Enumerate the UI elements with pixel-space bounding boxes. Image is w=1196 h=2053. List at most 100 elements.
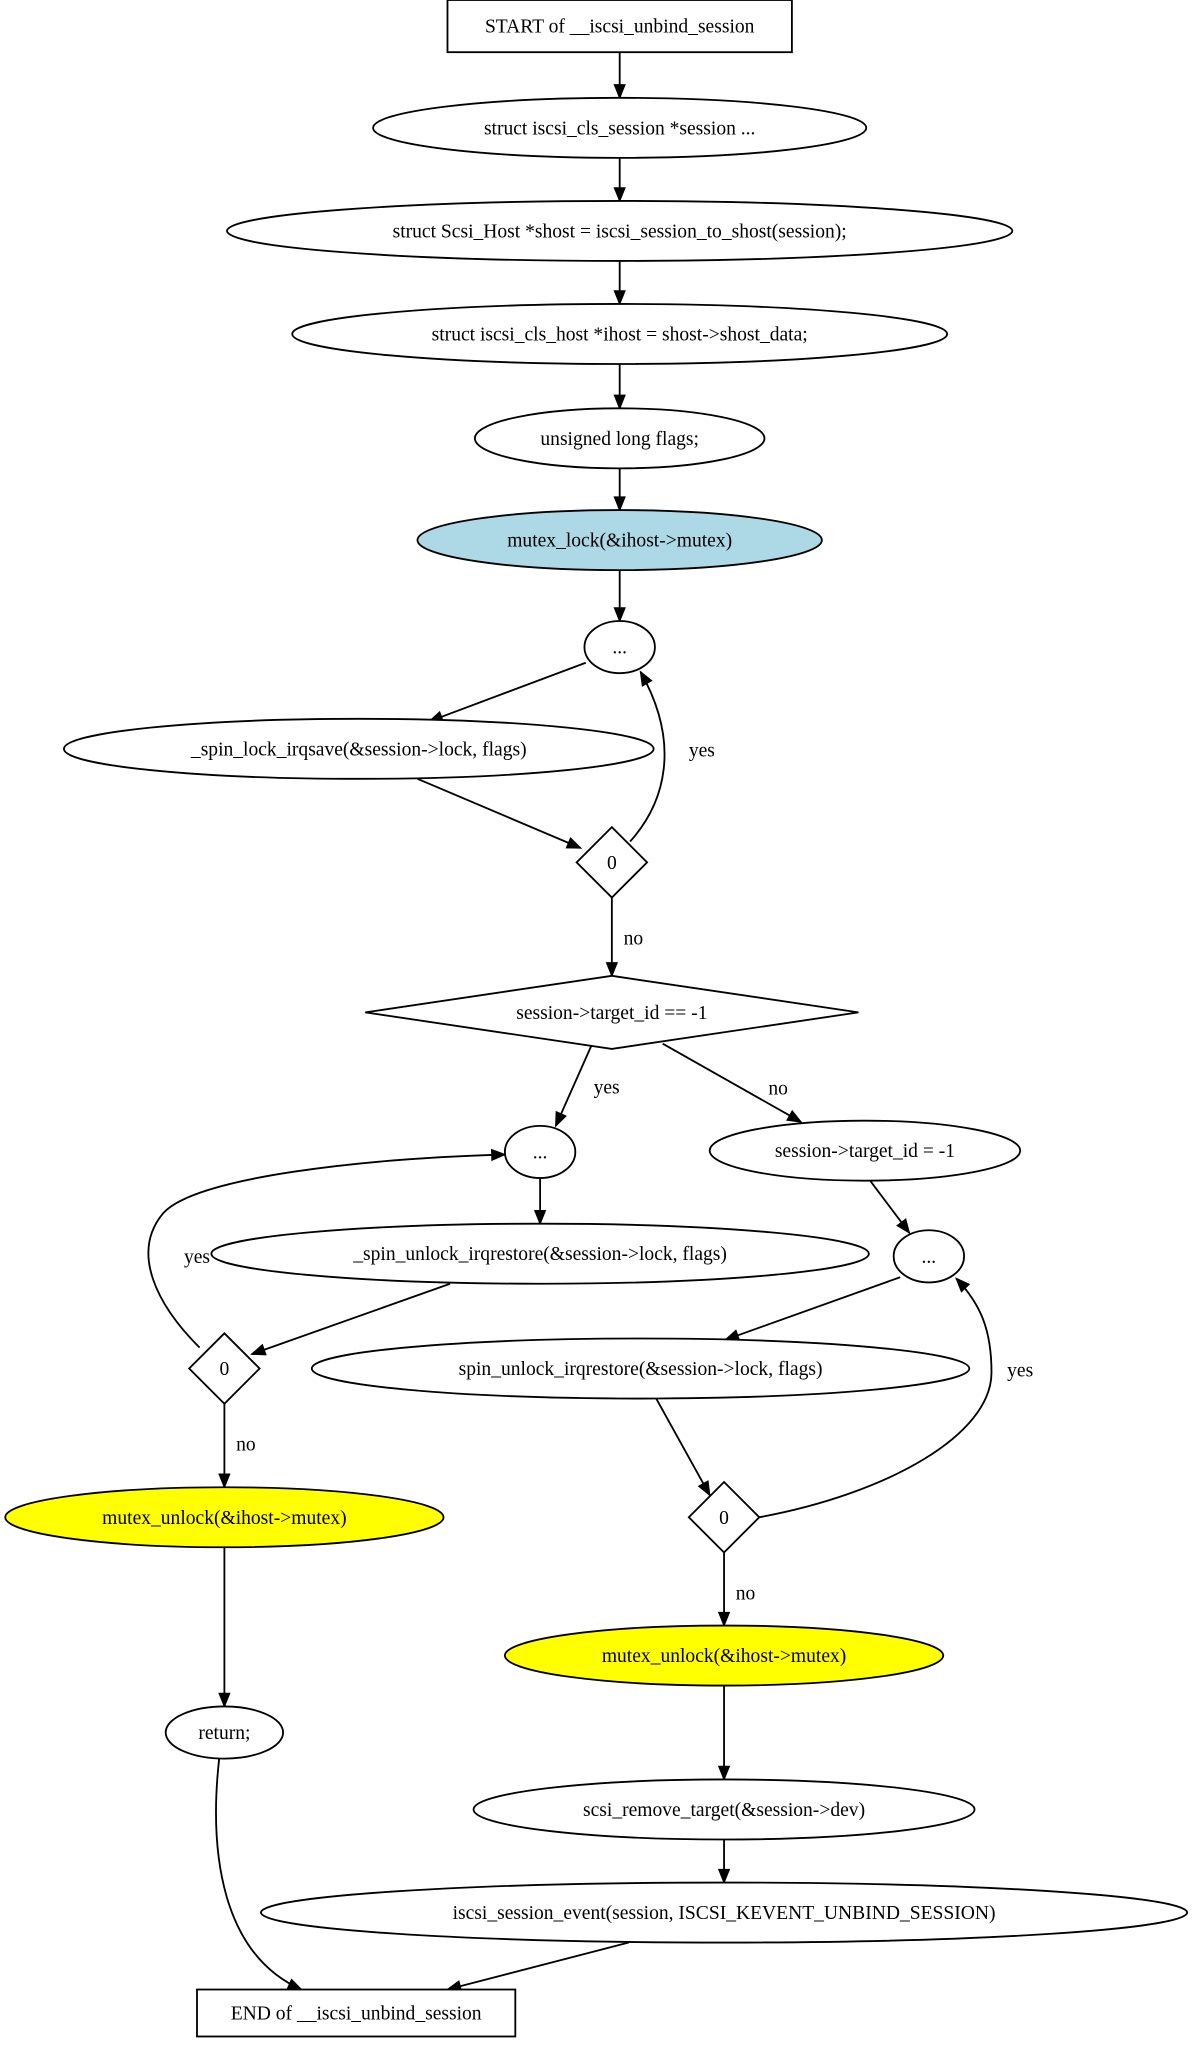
edge-label-no: no bbox=[768, 1079, 788, 1100]
edge-target_check-to-loop_left bbox=[554, 1043, 594, 1128]
ellipse-shape bbox=[260, 1881, 1189, 1944]
edge-label-yes: yes bbox=[594, 1077, 620, 1098]
arrowhead bbox=[218, 1692, 231, 1709]
ellipse-shape bbox=[4, 1486, 445, 1549]
node-start: START of __iscsi_unbind_session bbox=[446, 0, 793, 54]
box-shape bbox=[196, 1988, 517, 2038]
node-loop-right: ... bbox=[892, 1229, 966, 1284]
arrowhead bbox=[896, 1218, 911, 1235]
node-unlock-left: _spin_unlock_irqrestore(&session->lock, … bbox=[210, 1222, 870, 1285]
node-label: session->target_id = -1 bbox=[775, 1141, 955, 1162]
ellipse-shape bbox=[372, 96, 868, 159]
arrowhead bbox=[717, 1868, 731, 1885]
diamond-shape bbox=[187, 1332, 261, 1406]
ellipse-shape bbox=[472, 1778, 976, 1841]
ellipse-shape bbox=[210, 1222, 870, 1285]
node-dec-left: 0 bbox=[187, 1332, 261, 1406]
edge-decl_shost-to-decl_ihost bbox=[613, 260, 626, 306]
edge-label-yes: yes bbox=[1007, 1360, 1033, 1381]
node-label: mutex_unlock(&ihost->mutex) bbox=[602, 1646, 846, 1667]
arrowhead bbox=[697, 1480, 711, 1497]
ellipse-shape bbox=[503, 1124, 577, 1179]
edge-label-yes: yes bbox=[184, 1247, 210, 1268]
node-label: session->target_id == -1 bbox=[516, 1003, 707, 1024]
node-label: END of __iscsi_unbind_session bbox=[231, 2004, 482, 2025]
node-label: struct iscsi_cls_session *session ... bbox=[484, 118, 755, 139]
node-return: return; bbox=[164, 1705, 285, 1760]
node-label: ... bbox=[612, 638, 627, 659]
edge-layer bbox=[147, 52, 993, 1993]
edge-loop1-to-spin_lock bbox=[427, 661, 587, 723]
node-unlock-right: spin_unlock_irqrestore(&session->lock, f… bbox=[310, 1337, 971, 1400]
edge-loop_left-to-unlock_left bbox=[533, 1178, 547, 1226]
edge-label-no: no bbox=[236, 1435, 256, 1456]
ellipse-shape bbox=[63, 717, 655, 780]
node-label: struct iscsi_cls_host *ihost = shost->sh… bbox=[432, 325, 808, 346]
edge-remove_target-to-session_event bbox=[717, 1839, 731, 1885]
diamond-shape bbox=[575, 825, 649, 899]
node-decl-shost: struct Scsi_Host *shost = iscsi_session_… bbox=[226, 199, 1014, 262]
edge-return-to-end bbox=[215, 1758, 303, 1991]
node-label: START of __iscsi_unbind_session bbox=[485, 17, 755, 38]
arrowhead bbox=[555, 1110, 567, 1128]
arrowhead bbox=[786, 1109, 803, 1123]
ellipse-shape bbox=[708, 1119, 1022, 1182]
arrowhead bbox=[250, 1343, 267, 1356]
node-mutex-unlock-right: mutex_unlock(&ihost->mutex) bbox=[503, 1624, 945, 1687]
ellipse-shape bbox=[226, 199, 1014, 262]
edge-label-no: no bbox=[736, 1583, 756, 1604]
edge-mutex_unlock_right-to-remove_target bbox=[717, 1685, 731, 1782]
ellipse-shape bbox=[473, 407, 766, 470]
edge-set_target-to-loop_right bbox=[869, 1180, 911, 1235]
ellipse-shape bbox=[416, 509, 823, 572]
node-mutex-lock: mutex_lock(&ihost->mutex) bbox=[416, 509, 823, 572]
node-label: ... bbox=[533, 1142, 548, 1163]
arrowhead bbox=[613, 607, 626, 623]
edge-spin_lock-to-dec1 bbox=[417, 778, 583, 849]
node-label: return; bbox=[198, 1723, 250, 1744]
diamond-shape bbox=[687, 1480, 761, 1554]
node-loop1: ... bbox=[583, 620, 656, 675]
node-target-check: session->target_id == -1 bbox=[365, 974, 859, 1050]
diamond-shape bbox=[365, 974, 859, 1050]
edge-target_check-to-set_target bbox=[662, 1042, 803, 1123]
node-label: _spin_lock_irqsave(&session->lock, flags… bbox=[190, 739, 527, 760]
box-shape bbox=[446, 0, 793, 54]
node-label: 0 bbox=[220, 1359, 230, 1380]
edge-dec1-to-loop1 bbox=[629, 670, 666, 843]
edge-decl_ihost-to-decl_flags bbox=[613, 363, 626, 411]
arrowhead bbox=[717, 1765, 731, 1782]
node-decl-flags: unsigned long flags; bbox=[473, 407, 766, 470]
arrowhead bbox=[533, 1210, 547, 1226]
node-mutex-unlock-left: mutex_unlock(&ihost->mutex) bbox=[4, 1486, 445, 1549]
ellipse-shape bbox=[583, 620, 656, 675]
edge-start-to-decl_session bbox=[613, 52, 626, 100]
edge-session_event-to-end bbox=[445, 1941, 630, 1993]
node-spin-lock: _spin_lock_irqsave(&session->lock, flags… bbox=[63, 717, 655, 780]
edge-dec_right-to-mutex_unlock_right bbox=[717, 1552, 731, 1628]
edge-unlock_right-to-dec_right bbox=[655, 1398, 711, 1497]
node-label: 0 bbox=[719, 1508, 729, 1529]
arrowhead bbox=[639, 670, 653, 687]
edge-unlock_left-to-dec_left bbox=[250, 1282, 451, 1356]
node-label: iscsi_session_event(session, ISCSI_KEVEN… bbox=[453, 1903, 996, 1924]
edge-dec_left-to-loop_left bbox=[147, 1148, 507, 1349]
node-label: struct Scsi_Host *shost = iscsi_session_… bbox=[393, 221, 847, 242]
edge-dec_right-to-loop_right bbox=[759, 1277, 993, 1519]
arrowhead bbox=[955, 1277, 971, 1293]
arrowhead bbox=[286, 1978, 303, 1991]
edge-decl_flags-to-mutex_lock bbox=[613, 468, 626, 512]
ellipse-shape bbox=[164, 1705, 285, 1760]
ellipse-shape bbox=[310, 1337, 971, 1400]
arrowhead bbox=[613, 496, 626, 512]
edge-loop_right-to-unlock_right bbox=[723, 1276, 901, 1342]
edge-mutex_lock-to-loop1 bbox=[613, 570, 626, 623]
node-label: spin_unlock_irqrestore(&session->lock, f… bbox=[459, 1359, 823, 1380]
edge-dec1-to-target_check bbox=[605, 897, 619, 978]
edge-label-no: no bbox=[624, 929, 644, 950]
node-loop-left: ... bbox=[503, 1124, 577, 1179]
node-set-target: session->target_id = -1 bbox=[708, 1119, 1022, 1182]
node-dec1: 0 bbox=[575, 825, 649, 899]
